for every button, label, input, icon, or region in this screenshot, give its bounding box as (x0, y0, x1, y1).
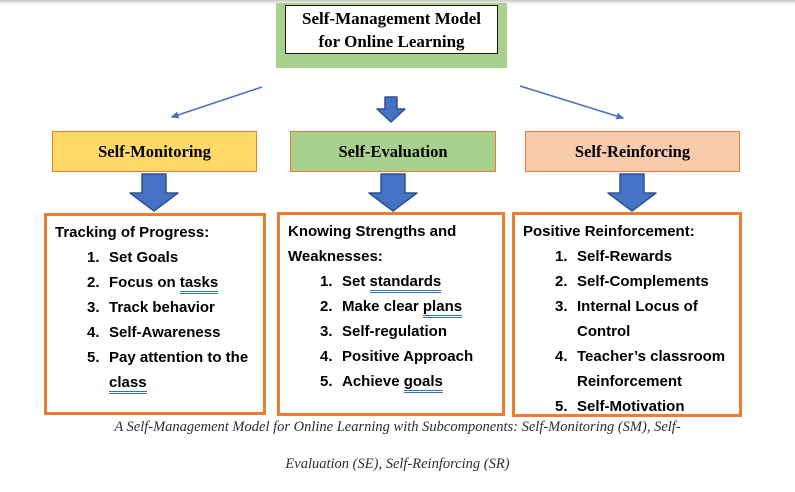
list-item-text: Positive Approach (342, 348, 474, 365)
list-item: 2. Focus on tasks (55, 270, 257, 295)
list-item-text: Self-Complements (577, 273, 709, 290)
panel-self-reinforcing: Positive Reinforcement: 1. Self-Rewards … (512, 212, 742, 417)
list-item: 3. Track behavior (55, 295, 257, 320)
list-item-text: Make clear plans (342, 294, 496, 319)
arrow-line-to-self-reinforcing (519, 85, 625, 120)
underlined-word: goals (403, 373, 443, 393)
list-item-number: 5. (320, 373, 333, 390)
arrow-line-to-self-monitoring (170, 86, 263, 119)
list-item-number: 4. (87, 324, 100, 341)
list-item-number: 1. (87, 249, 100, 266)
underlined-word: tasks (179, 274, 219, 294)
title-text: Self-Management Model for Online Learnin… (285, 5, 498, 54)
panel-heading: Tracking of Progress: (55, 224, 210, 241)
category-label: Self-Monitoring (98, 141, 211, 161)
block-arrow-self-reinforcing (607, 173, 657, 212)
list-item-text: Set standards (342, 269, 496, 294)
list-item: 1. Set standards (288, 269, 496, 294)
title-line-2: for Online Learning (318, 31, 465, 51)
block-arrow-to-self-evaluation (376, 96, 406, 123)
list-item: 5. Self-Motivation (523, 394, 733, 415)
underlined-word: standards (369, 273, 442, 293)
list-item: 3. Self-regulation (288, 319, 496, 344)
list-item-number: 4. (555, 348, 568, 365)
category-box-self-monitoring: Self-Monitoring (52, 131, 257, 172)
underlined-word: class (109, 374, 147, 394)
list-item-text: Self-Motivation (577, 398, 685, 415)
list-item: 1. Self-Rewards (523, 244, 733, 269)
list-item-number: 5. (555, 398, 568, 415)
list-item-number: 4. (320, 348, 333, 365)
panel-self-evaluation: Knowing Strengths and Weaknesses: 1. Set… (277, 212, 505, 416)
list-item-number: 3. (87, 299, 100, 316)
list-item-text: Set Goals (109, 249, 179, 266)
list-item: 1. Set Goals (55, 245, 257, 270)
panel-self-monitoring: Tracking of Progress: 1. Set Goals 2. Fo… (44, 213, 266, 415)
list-item-number: 1. (555, 248, 568, 265)
list-item-number: 3. (320, 323, 333, 340)
underlined-word: plans (422, 298, 463, 318)
title-line-1: Self-Management Model (302, 8, 481, 28)
list-item: 3. Internal Locus of Control (523, 294, 733, 344)
list-item-text: Self-Awareness (109, 324, 221, 341)
category-label: Self-Evaluation (338, 141, 448, 161)
list-item-number: 1. (320, 273, 333, 290)
block-arrow-self-evaluation (368, 173, 418, 212)
list-item: 2. Make clear plans (288, 294, 496, 319)
figure-caption-line-1: A Self-Management Model for Online Learn… (114, 419, 681, 435)
list-item: 4. Positive Approach (288, 344, 496, 369)
panel-heading: Positive Reinforcement: (523, 223, 695, 240)
block-arrow-self-monitoring (129, 173, 179, 212)
list-item-text: Pay attention to the class (109, 345, 257, 395)
list-item-number: 2. (320, 298, 333, 315)
panel-heading: Knowing Strengths and Weaknesses: (288, 223, 457, 265)
title-box: Self-Management Model for Online Learnin… (276, 3, 507, 68)
list-item-text: Self-Rewards (577, 248, 673, 265)
list-item-number: 5. (87, 349, 100, 366)
category-box-self-reinforcing: Self-Reinforcing (525, 131, 740, 172)
list-item-text: Teacher’s classroom Reinforcement (577, 348, 726, 390)
list-item-text: Track behavior (109, 299, 215, 316)
list-item-text: Internal Locus of Control (577, 298, 698, 340)
list-item-number: 3. (555, 298, 568, 315)
figure-caption-line-2: Evaluation (SE), Self-Reinforcing (SR) (285, 456, 510, 472)
list-item: 4. Teacher’s classroom Reinforcement (523, 344, 733, 394)
list-item-text: Self-regulation (342, 323, 448, 340)
list-item: 5. Achieve goals (288, 369, 496, 394)
category-box-self-evaluation: Self-Evaluation (290, 131, 496, 172)
list-item-number: 2. (87, 274, 100, 291)
list-item-text: Achieve goals (342, 369, 496, 394)
list-item: 5. Pay attention to the class (55, 345, 257, 395)
list-item-text: Focus on tasks (109, 270, 257, 295)
list-item: 2. Self-Complements (523, 269, 733, 294)
list-item-number: 2. (555, 273, 568, 290)
page-top-edge (0, 0, 795, 5)
list-item: 4. Self-Awareness (55, 320, 257, 345)
category-label: Self-Reinforcing (574, 141, 691, 161)
